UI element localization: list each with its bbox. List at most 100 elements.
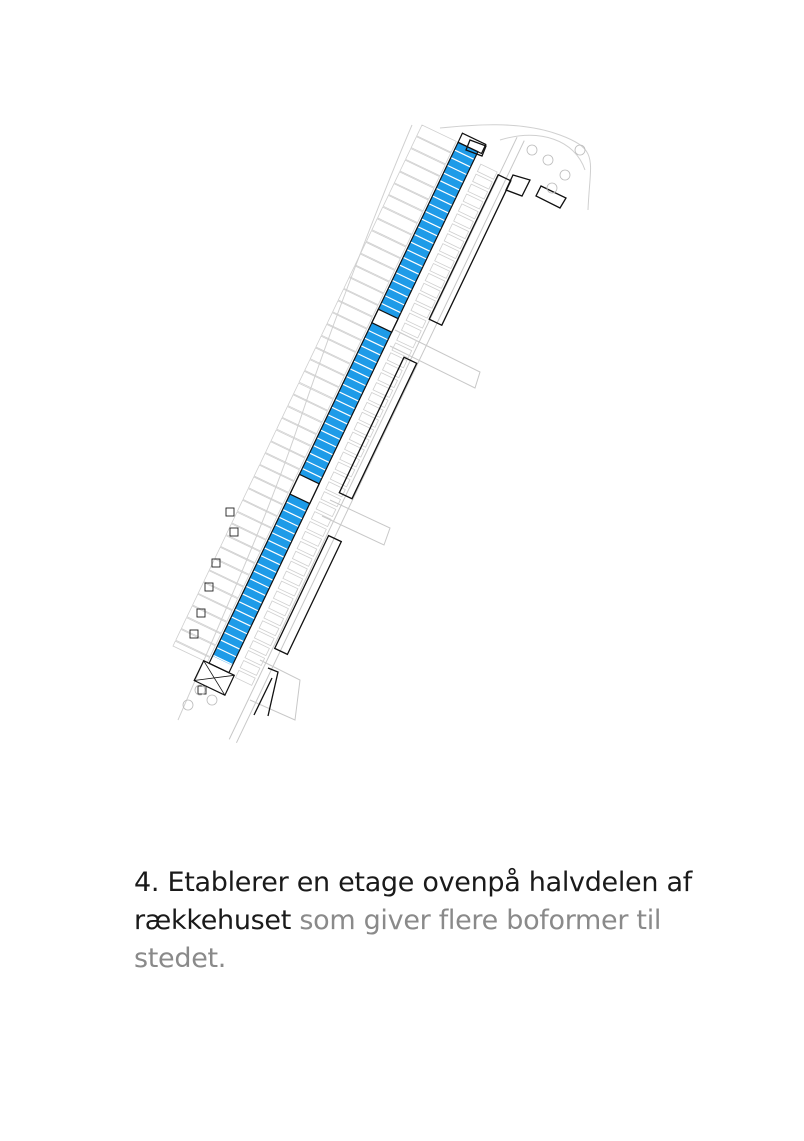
front-yard bbox=[329, 471, 351, 488]
garden-plot bbox=[298, 370, 340, 400]
front-yard bbox=[443, 233, 465, 250]
garden-plot bbox=[186, 605, 227, 634]
tree bbox=[542, 154, 554, 166]
front-yard bbox=[476, 163, 498, 180]
garden-plot bbox=[382, 194, 424, 224]
road-edge bbox=[228, 136, 518, 740]
unit-divider bbox=[241, 593, 263, 604]
unit-divider bbox=[271, 531, 292, 543]
unit-divider bbox=[245, 585, 267, 597]
garden-plot bbox=[225, 523, 267, 552]
unit-divider bbox=[417, 226, 438, 237]
tree bbox=[574, 144, 586, 156]
garden-plot bbox=[315, 335, 356, 364]
unit-divider bbox=[349, 368, 370, 379]
garden-plot bbox=[360, 241, 401, 271]
unit-divider bbox=[267, 539, 289, 551]
front-yard bbox=[291, 550, 313, 567]
unit-divider bbox=[309, 452, 330, 464]
unit-divider bbox=[256, 562, 278, 574]
front-yard bbox=[296, 540, 318, 557]
garden-plot bbox=[236, 499, 278, 529]
garden-plot bbox=[203, 570, 244, 599]
garden-plot bbox=[354, 253, 396, 282]
front-yard bbox=[419, 282, 441, 299]
outbuilding bbox=[196, 608, 206, 618]
garden-plot bbox=[264, 441, 306, 470]
unit-divider bbox=[380, 302, 402, 314]
unit-divider bbox=[413, 233, 435, 245]
outbuilding bbox=[229, 527, 239, 537]
front-yard bbox=[396, 332, 417, 349]
unit-divider bbox=[301, 467, 323, 479]
unit-divider bbox=[399, 264, 420, 275]
front-yard bbox=[348, 431, 370, 448]
garden-plot bbox=[253, 464, 295, 493]
unit-divider bbox=[305, 460, 326, 471]
front-yard bbox=[386, 352, 408, 369]
garden-plot bbox=[192, 593, 233, 622]
tree bbox=[526, 144, 538, 156]
trees bbox=[182, 144, 586, 711]
front-yard bbox=[344, 441, 365, 458]
unit-divider bbox=[454, 149, 475, 160]
unit-divider bbox=[338, 391, 359, 402]
unit-divider bbox=[249, 577, 270, 589]
garden-plot bbox=[287, 394, 328, 423]
front-yard bbox=[268, 600, 289, 617]
garden-plot bbox=[208, 558, 250, 587]
path-curve bbox=[439, 124, 592, 211]
garden-plot bbox=[231, 511, 272, 540]
unit-divider bbox=[406, 249, 427, 260]
unit-divider bbox=[402, 256, 424, 268]
front-yard bbox=[467, 183, 489, 200]
front-yard bbox=[391, 342, 413, 359]
front-yard bbox=[424, 272, 446, 289]
front-yard bbox=[263, 610, 285, 627]
caption-rest: som giver flere boformer til stedet. bbox=[134, 905, 662, 974]
garden-plot bbox=[220, 534, 261, 564]
tree bbox=[206, 694, 218, 706]
front-yard bbox=[358, 411, 380, 428]
unit-divider bbox=[278, 516, 300, 528]
highlighted-units bbox=[378, 142, 478, 319]
garden-plot bbox=[337, 288, 379, 317]
front-yard bbox=[325, 481, 346, 498]
unit-divider bbox=[274, 524, 296, 535]
front-yard bbox=[287, 560, 308, 577]
front-yard bbox=[258, 620, 280, 637]
unit-divider bbox=[282, 508, 303, 520]
garden-plot bbox=[214, 546, 256, 576]
front-yard bbox=[429, 262, 451, 279]
tree bbox=[182, 699, 194, 711]
unit-divider bbox=[353, 360, 374, 372]
garden-plot bbox=[365, 230, 407, 259]
outbuilding bbox=[211, 558, 221, 568]
tree bbox=[559, 169, 571, 181]
unit-divider bbox=[230, 616, 252, 627]
front-yard bbox=[306, 520, 327, 538]
unit-divider bbox=[421, 218, 442, 229]
garden-plot bbox=[416, 124, 457, 153]
front-yard bbox=[320, 491, 342, 508]
unit-divider bbox=[260, 554, 281, 566]
site-plan-diagram bbox=[172, 124, 592, 744]
garden-plot bbox=[304, 359, 345, 388]
unit-divider bbox=[432, 195, 453, 206]
row-end-north bbox=[457, 132, 487, 155]
unit-divider bbox=[316, 437, 337, 448]
cross-street bbox=[249, 659, 301, 721]
front-yard bbox=[353, 421, 375, 438]
garden-plot bbox=[281, 405, 323, 435]
unit-divider bbox=[223, 631, 245, 643]
cross-street bbox=[321, 499, 391, 546]
outbuilding bbox=[225, 507, 235, 517]
garden-plot bbox=[172, 640, 211, 663]
unit-divider bbox=[238, 600, 259, 612]
front-yard bbox=[249, 640, 270, 657]
front-yard bbox=[434, 252, 455, 270]
garden-plot bbox=[292, 382, 334, 411]
unit-divider bbox=[345, 375, 367, 387]
garden-plot bbox=[276, 417, 317, 447]
unit-divider bbox=[446, 164, 468, 176]
